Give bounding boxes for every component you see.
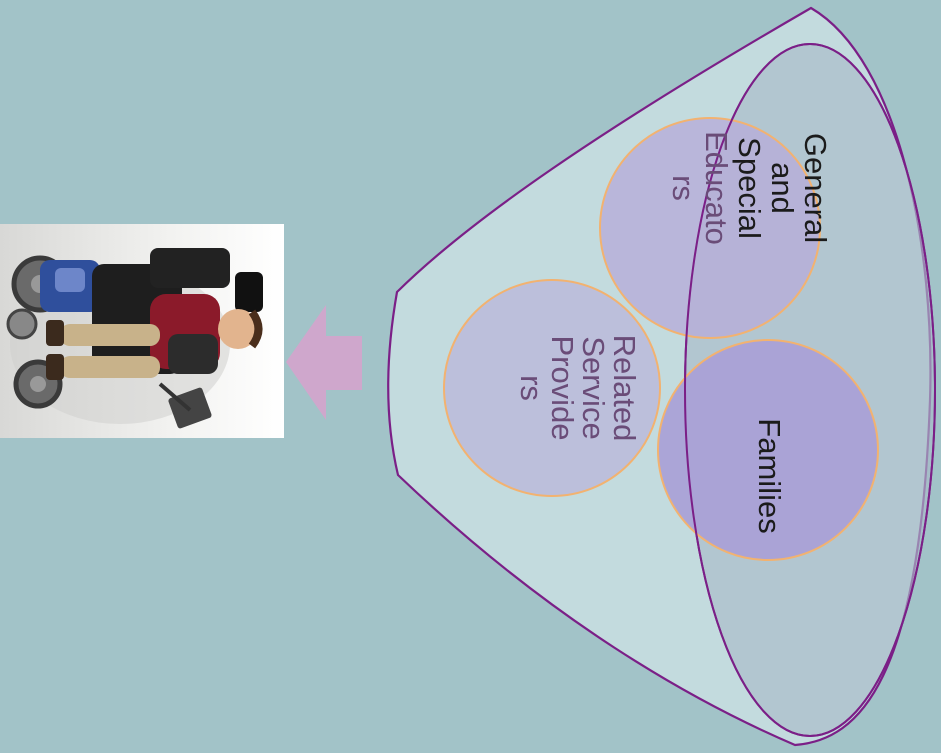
label-related-service-providers: Related Service Provide rs: [514, 334, 642, 442]
label-general-special-educators: General and Special Educato rs: [666, 131, 833, 245]
label-families: Families: [752, 418, 787, 534]
inner-ellipse-outline: [684, 43, 936, 737]
arrow-left-icon: [286, 305, 362, 420]
circle-general-special-educators: [599, 117, 821, 339]
circle-related-service-providers: [443, 279, 661, 497]
circle-families: [657, 339, 879, 561]
person-in-wheelchair-photo: [0, 224, 284, 438]
